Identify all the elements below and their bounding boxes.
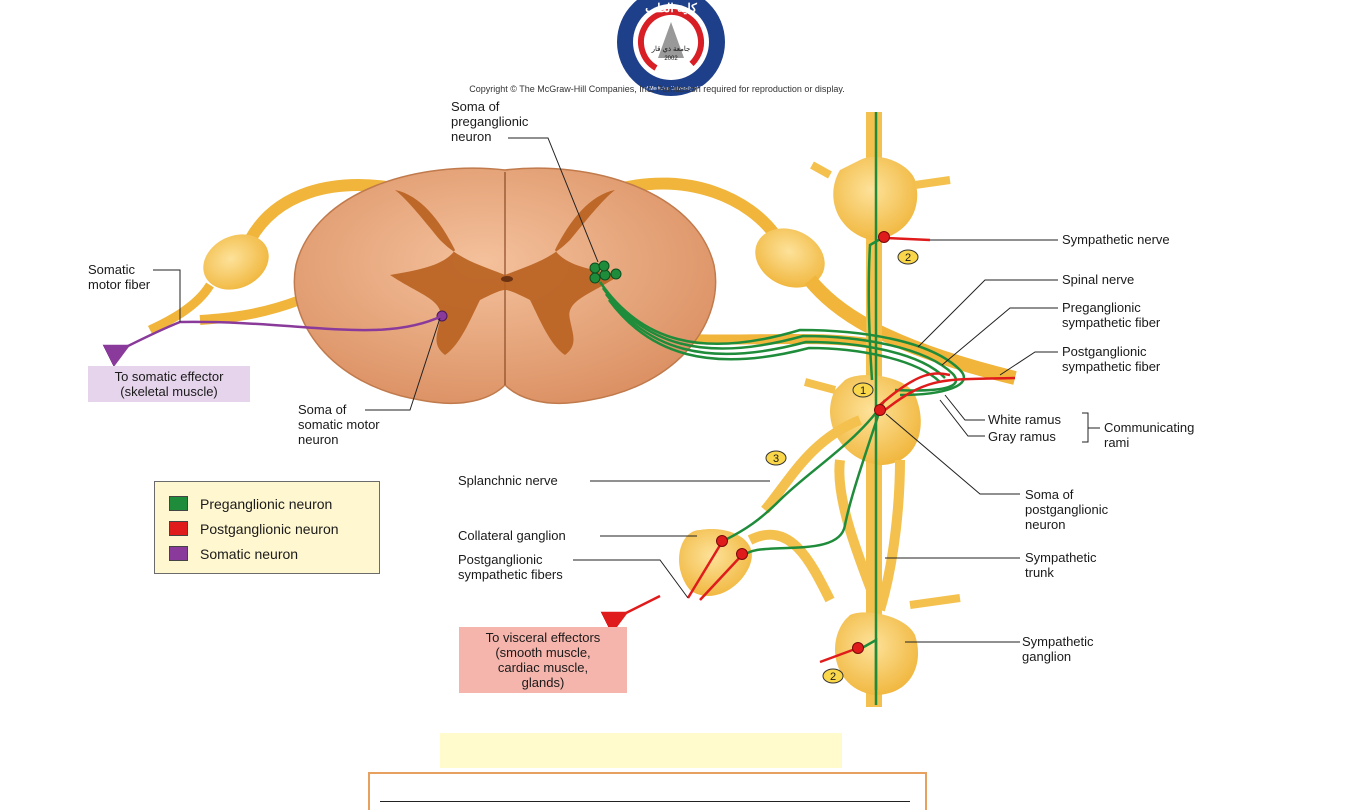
badge-3: 3 xyxy=(773,453,779,465)
label-soma-somatic-1: Soma of xyxy=(298,402,347,417)
label-soma-pre-1: Soma of xyxy=(451,99,500,114)
legend-item-preganglionic: Preganglionic neuron xyxy=(169,491,379,516)
label-gray-ramus: Gray ramus xyxy=(988,429,1056,444)
logo-inner-text: جامعة ذي قار xyxy=(651,45,691,53)
visceral-effector-line-1: To visceral effectors xyxy=(485,630,601,645)
footer-box xyxy=(368,772,927,810)
gray-matter xyxy=(390,190,620,355)
diagram-labels: Soma of preganglionic neuron Somatic mot… xyxy=(88,99,1194,664)
somatic-motor-fiber xyxy=(102,314,443,368)
sympathetic-trunk-column xyxy=(679,112,961,707)
badge-2-top: 2 xyxy=(905,252,911,264)
label-symp-ganglion-2: ganglion xyxy=(1022,649,1071,664)
label-spinal-nerve: Spinal nerve xyxy=(1062,272,1134,287)
legend-label-preganglionic: Preganglionic neuron xyxy=(200,495,333,512)
legend-swatch-preganglionic xyxy=(169,496,188,511)
badge-1: 1 xyxy=(860,385,866,397)
somatic-effector-line-1: To somatic effector xyxy=(114,369,224,384)
label-post-fiber-1: Postganglionic xyxy=(1062,344,1147,359)
label-splanchnic-nerve: Splanchnic nerve xyxy=(458,473,558,488)
leader-lines xyxy=(153,137,1100,643)
label-white-ramus: White ramus xyxy=(988,412,1061,427)
footer-rule xyxy=(380,801,910,802)
label-soma-post-1: Soma of xyxy=(1025,487,1074,502)
logo-year: 2002 xyxy=(664,56,678,62)
label-soma-somatic-3: neuron xyxy=(298,432,338,447)
label-soma-pre-2: preganglionic xyxy=(451,114,529,129)
visceral-effector-line-2: (smooth muscle, xyxy=(495,645,591,660)
label-symp-trunk-1: Sympathetic xyxy=(1025,550,1097,565)
label-somatic-fiber-1: Somatic xyxy=(88,262,135,277)
label-soma-somatic-2: somatic motor xyxy=(298,417,380,432)
label-collateral-ganglion: Collateral ganglion xyxy=(458,528,566,543)
legend: Preganglionic neuron Postganglionic neur… xyxy=(154,481,380,574)
legend-label-somatic: Somatic neuron xyxy=(200,545,299,562)
highlight-band xyxy=(440,733,842,768)
label-sympathetic-nerve: Sympathetic nerve xyxy=(1062,232,1170,247)
legend-swatch-somatic xyxy=(169,546,188,561)
label-comm-rami-1: Communicating xyxy=(1104,420,1194,435)
college-logo: كلية الطب جامعة ذي قار 2002 College of M… xyxy=(617,0,725,96)
somatic-effector-box: To somatic effector (skeletal muscle) xyxy=(88,366,250,402)
visceral-effector-box: To visceral effectors (smooth muscle, ca… xyxy=(459,627,627,693)
visceral-effector-line-4: glands) xyxy=(521,675,565,690)
copyright-notice: Copyright © The McGraw-Hill Companies, I… xyxy=(469,84,844,94)
label-pre-fiber-1: Preganglionic xyxy=(1062,300,1141,315)
legend-swatch-postganglionic xyxy=(169,521,188,536)
visceral-output-arrow xyxy=(600,594,661,635)
label-soma-post-3: neuron xyxy=(1025,517,1065,532)
label-post-fibers-2: sympathetic fibers xyxy=(458,567,563,582)
label-symp-trunk-2: trunk xyxy=(1025,565,1054,580)
postganglionic-fibers xyxy=(686,236,1016,664)
label-symp-ganglion-1: Sympathetic xyxy=(1022,634,1094,649)
label-post-fibers-1: Postganglionic xyxy=(458,552,543,567)
somatic-effector-line-2: (skeletal muscle) xyxy=(120,384,218,399)
neuron-somas xyxy=(436,231,890,654)
logo-arabic-title: كلية الطب xyxy=(645,1,697,15)
label-somatic-fiber-2: motor fiber xyxy=(88,277,151,292)
step-badges: 2 1 3 2 xyxy=(765,249,919,684)
legend-label-postganglionic: Postganglionic neuron xyxy=(200,520,339,537)
preganglionic-fibers xyxy=(598,112,966,705)
logo-ring-text: College of Medicine University of Thi-Qa… xyxy=(625,86,716,92)
legend-item-somatic: Somatic neuron xyxy=(169,541,379,566)
label-comm-rami-2: rami xyxy=(1104,435,1129,450)
badge-2-bottom: 2 xyxy=(830,671,836,683)
spinal-cord xyxy=(293,167,717,404)
legend-item-postganglionic: Postganglionic neuron xyxy=(169,516,379,541)
label-pre-fiber-2: sympathetic fiber xyxy=(1062,315,1161,330)
visceral-effector-line-3: cardiac muscle, xyxy=(497,660,589,675)
label-post-fiber-2: sympathetic fiber xyxy=(1062,359,1161,374)
label-soma-post-2: postganglionic xyxy=(1025,502,1109,517)
label-soma-pre-3: neuron xyxy=(451,129,491,144)
